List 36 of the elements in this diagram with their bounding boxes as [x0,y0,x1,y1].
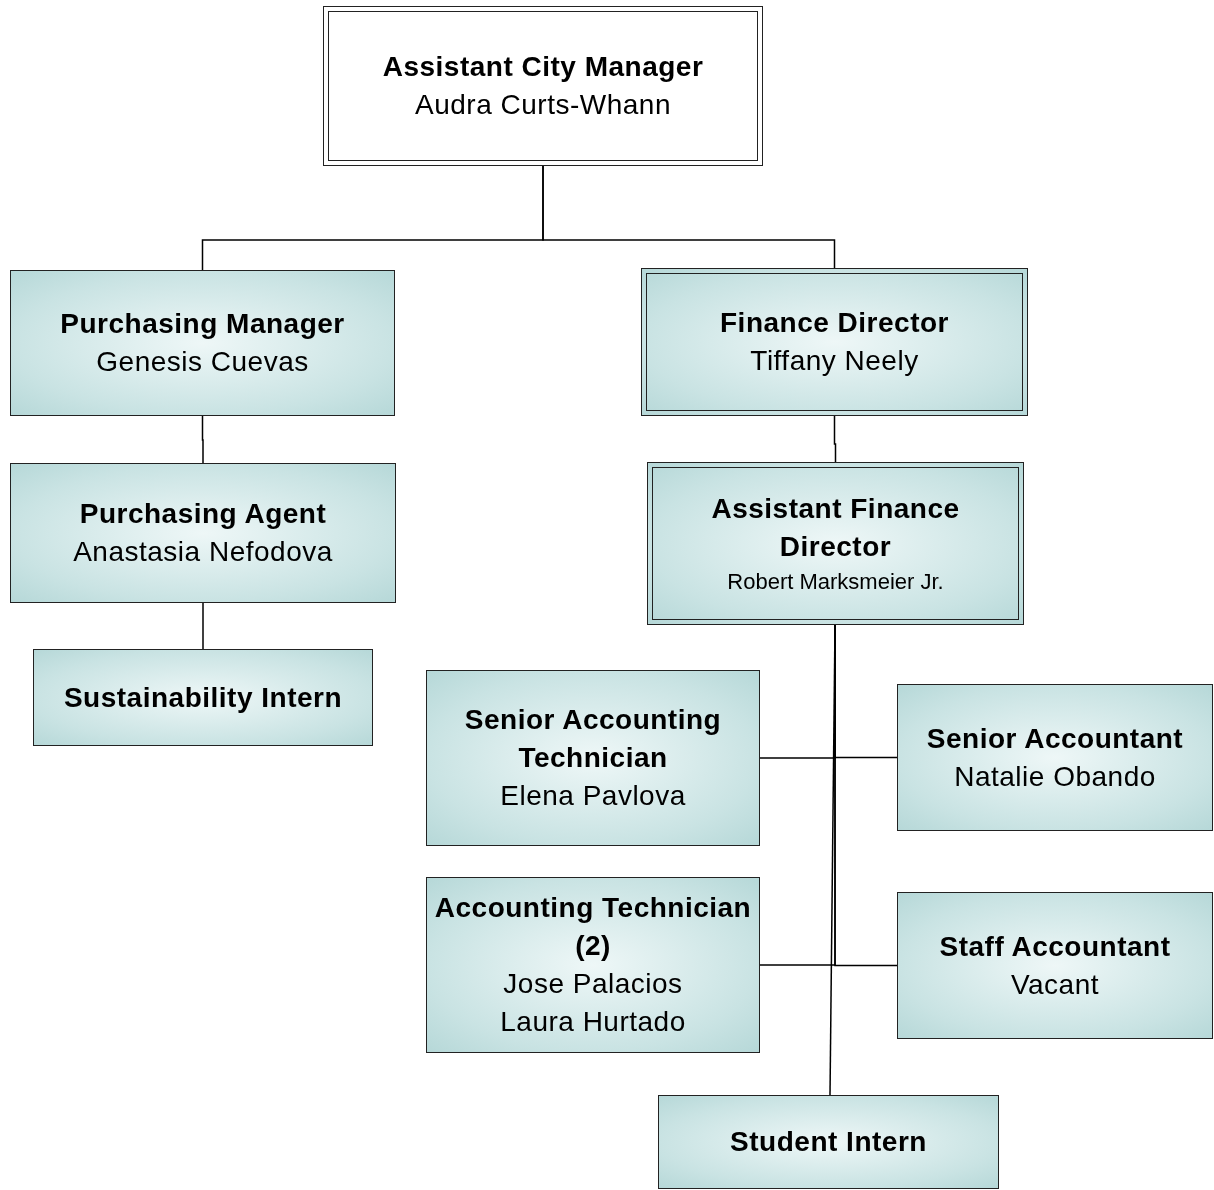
position-box [10,270,395,416]
employee-name: Audra Curts-Whann [415,88,671,122]
job-title: Accounting Technician (2) [433,891,753,963]
job-title: Sustainability Intern [63,680,343,715]
job-title: Senior Accounting Technician [463,703,723,775]
employee-name: Natalie Obando [954,759,1156,794]
job-title: Senior Accountant [926,721,1184,756]
employee-name: Elena Pavlova [500,779,686,813]
position-box [897,892,1213,1039]
employee-name: Jose Palacios [503,967,683,1001]
position-box [897,684,1213,831]
connector-line [542,165,836,269]
employee-name: Anastasia Nefodova [73,535,333,569]
job-title: Assistant City Manager [382,50,704,84]
position-box [647,462,1024,625]
job-title: Assistant Finance Director [710,491,961,564]
employee-name: Laura Hurtado [500,1005,686,1039]
job-title: Student Intern [730,1125,927,1159]
connector-line [202,602,204,650]
job-title: Purchasing Agent [79,497,327,531]
position-box [641,268,1028,416]
job-title: Staff Accountant [939,929,1171,964]
job-title: Purchasing Manager [60,307,345,341]
position-box [323,6,763,166]
position-box [426,877,760,1053]
position-box [426,670,760,846]
employee-name: Robert Marksmeier Jr. [727,567,944,596]
position-box [658,1095,999,1189]
position-box [10,463,396,603]
connector-line [201,415,204,464]
connector-line [833,415,837,463]
employee-name: Genesis Cuevas [96,345,309,379]
employee-name: Tiffany Neely [750,344,919,378]
job-title: Finance Director [720,306,949,340]
position-box [33,649,373,746]
employee-name: Vacant [1010,967,1100,1002]
